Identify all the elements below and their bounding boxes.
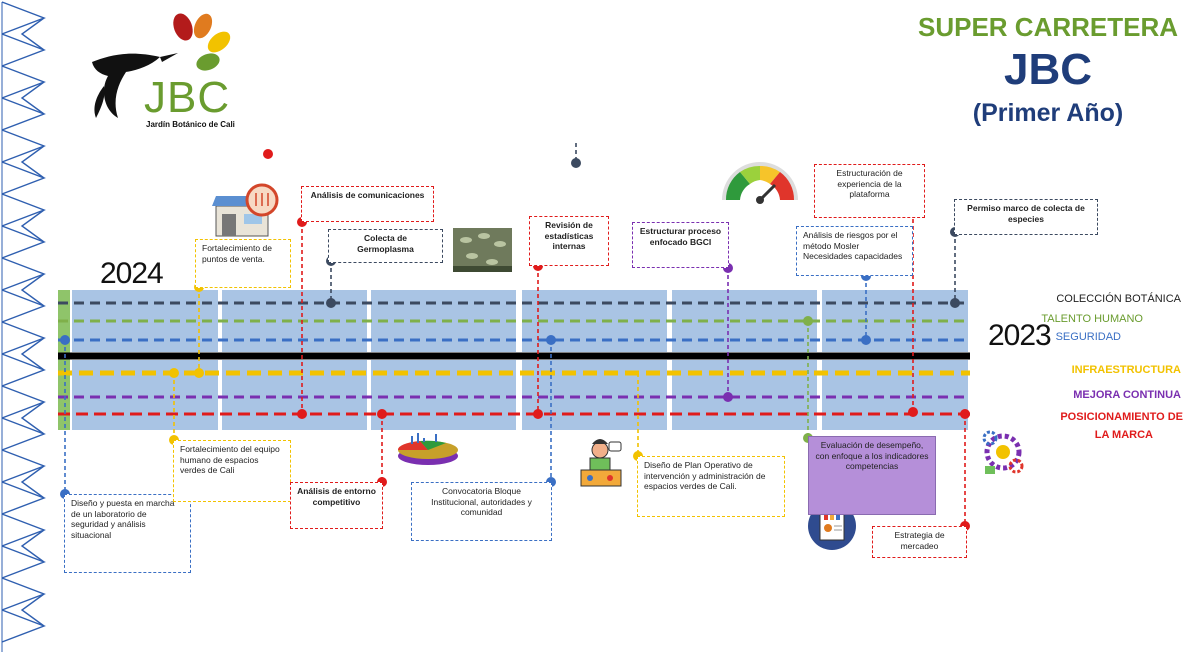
store-icon [212, 183, 279, 237]
milestone-marker [297, 409, 307, 419]
milestone-marker [194, 368, 204, 378]
milestone-revision-estadisticas: Revisión de estadísticas internas [529, 216, 609, 266]
milestone-text: Fortalecimiento de puntos de venta. [202, 243, 272, 264]
milestone-diseno-laboratorio: Diseño y puesta en marcha de un laborato… [64, 494, 191, 573]
milestone-marker [546, 335, 556, 345]
milestone-marker [908, 407, 918, 417]
legend-coleccion-botanica: COLECCIÓN BOTÁNICA [1056, 293, 1181, 305]
milestone-marker [60, 335, 70, 345]
pie-chart-icon [397, 433, 458, 465]
milestone-marker [723, 392, 733, 402]
milestone-text: Convocatoria Bloque Institucional, autor… [431, 486, 532, 518]
milestone-marker [169, 368, 179, 378]
logo-letters: JBC [144, 73, 231, 122]
milestone-marker [571, 158, 581, 168]
milestone-marker [861, 335, 871, 345]
milestone-marker [326, 298, 336, 308]
presenter-icon [580, 439, 622, 487]
milestone-text: Estrategia de mercadeo [894, 530, 945, 551]
road-segment-upper [222, 290, 367, 352]
milestone-analisis-comunicaciones: Análisis de comunicaciones [301, 186, 434, 222]
legend-la-marca: LA MARCA [1094, 429, 1153, 441]
milestone-fortalecimiento-equipo: Fortalecimiento del equipo humano de esp… [173, 440, 291, 502]
milestone-marker [533, 409, 543, 419]
milestone-convocatoria-bloque: Convocatoria Bloque Institucional, autor… [411, 482, 552, 541]
milestone-text: Permiso marco de colecta de especies [967, 203, 1085, 224]
gears-icon [982, 430, 1024, 474]
milestone-diseno-plan-operativo: Diseño de Plan Operativo de intervención… [637, 456, 785, 517]
decorative-border [1, 1, 46, 652]
milestone-text: Colecta de Germoplasma [357, 233, 414, 254]
milestone-colecta-germoplasma: Colecta de Germoplasma [328, 229, 443, 263]
milestone-text: Diseño de Plan Operativo de intervención… [644, 460, 766, 492]
gauge-icon [722, 162, 798, 204]
page-title-line1: SUPER CARRETERA [917, 12, 1179, 42]
milestone-estructuracion-experiencia: Estructuración de experiencia de la plat… [814, 164, 925, 218]
milestone-analisis-riesgos: Análisis de riesgos por el método Mosler… [796, 226, 913, 276]
milestone-text: Análisis de riesgos por el método Mosler… [803, 230, 903, 262]
connectors [64, 143, 966, 526]
logo-subtitle: Jardín Botánico de Cali [146, 120, 235, 129]
legend-mejora-continua: MEJORA CONTINUA [1073, 389, 1181, 401]
milestone-text: Análisis de comunicaciones [310, 190, 425, 200]
milestone-text: Fortalecimiento del equipo humano de esp… [180, 444, 280, 476]
year-right: 2023 [988, 319, 1052, 352]
milestone-text: Diseño y puesta en marcha de un laborato… [71, 498, 175, 540]
milestone-fortalecimiento-puntos: Fortalecimiento de puntos de venta. [195, 239, 291, 288]
milestone-text: Evaluación de desempeño, con enfoque a l… [815, 440, 929, 472]
jbc-logo-icon [92, 13, 231, 119]
road-lines [58, 301, 970, 416]
road-start-cap [58, 290, 70, 430]
milestone-analisis-entorno: Análisis de entorno competitivo [290, 482, 383, 529]
milestone-text: Revisión de estadísticas internas [544, 220, 594, 252]
milestone-permiso-marco: Permiso marco de colecta de especies [954, 199, 1098, 235]
legend-infraestructura: INFRAESTRUCTURA [1071, 364, 1181, 376]
legend-seguridad: SEGURIDAD [1055, 331, 1121, 343]
legend-talento-humano: TALENTO HUMANO [1041, 313, 1143, 325]
page-title-line3: (Primer Año) [972, 99, 1124, 127]
milestone-marker [263, 149, 273, 159]
plants-photo-icon [453, 228, 512, 272]
milestone-marker [950, 298, 960, 308]
milestone-evaluacion-desempeno: Evaluación de desempeño, con enfoque a l… [808, 436, 936, 515]
milestone-marker [377, 409, 387, 419]
road-segment-upper [672, 290, 817, 352]
page-title-line2: JBC [1003, 45, 1093, 94]
milestone-estrategia-mercadeo: Estrategia de mercadeo [872, 526, 967, 558]
milestone-text: Estructurar proceso enfocado BGCI [639, 226, 722, 247]
milestone-text: Análisis de entorno competitivo [297, 486, 376, 507]
year-left: 2024 [100, 257, 164, 290]
milestone-estructurar-proceso: Estructurar proceso enfocado BGCI [632, 222, 729, 268]
legend-posicionamiento-marca: POSICIONAMIENTO DE [1060, 411, 1183, 423]
milestone-marker [960, 409, 970, 419]
milestone-text: Estructuración de experiencia de la plat… [836, 168, 903, 200]
road-segments [58, 290, 968, 430]
milestone-marker [803, 316, 813, 326]
